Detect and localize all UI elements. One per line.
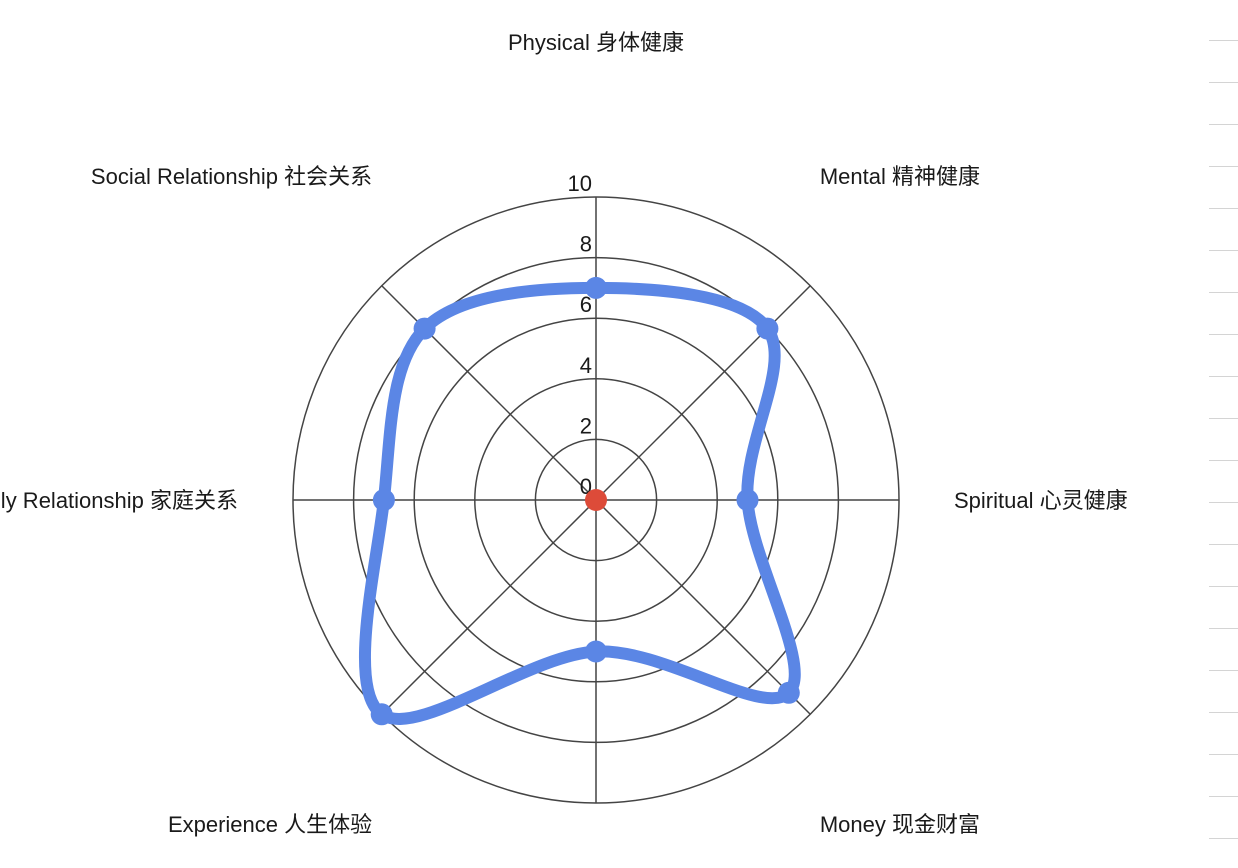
row-guide xyxy=(1209,712,1238,713)
axis-label: Social Relationship 社会关系 xyxy=(91,164,372,189)
r-tick-label: 10 xyxy=(568,171,592,196)
center xyxy=(585,489,607,511)
data-point-5 xyxy=(370,703,393,726)
row-guide xyxy=(1209,502,1238,503)
row-guide xyxy=(1209,838,1238,839)
row-guide xyxy=(1209,628,1238,629)
data-point-2 xyxy=(736,489,759,511)
row-guide xyxy=(1209,208,1238,209)
row-guide xyxy=(1209,250,1238,251)
row-guide xyxy=(1209,544,1238,545)
data-point-4 xyxy=(585,640,607,663)
data-point-3 xyxy=(777,681,800,704)
axis-label: Spiritual 心灵健康 xyxy=(954,488,1128,513)
row-guide xyxy=(1209,670,1238,671)
axis-label: Family Relationship 家庭关系 xyxy=(0,488,238,513)
side-row-guides xyxy=(1207,0,1238,868)
spoke-3 xyxy=(595,499,811,715)
row-guide xyxy=(1209,796,1238,797)
r-tick-label: 4 xyxy=(580,353,592,378)
row-guide xyxy=(1209,292,1238,293)
row-guide xyxy=(1209,460,1238,461)
axis-labels: Physical 身体健康 Mental 精神健康 Spiritual 心灵健康 Mo… xyxy=(0,30,1128,837)
row-guide xyxy=(1209,82,1238,83)
row-guide xyxy=(1209,418,1238,419)
row-guide xyxy=(1209,334,1238,335)
data-point-1 xyxy=(756,317,779,340)
series xyxy=(359,276,801,726)
r-tick-label: 6 xyxy=(580,292,592,317)
row-guide xyxy=(1209,586,1238,587)
center-point xyxy=(585,489,607,511)
spoke-7 xyxy=(381,285,597,501)
axis-label: Money 现金财富 xyxy=(820,812,980,837)
axis-label: Experience 人生体验 xyxy=(168,812,372,837)
spoke-1 xyxy=(595,285,811,501)
row-guide xyxy=(1209,376,1238,377)
axis-label: Physical 身体健康 xyxy=(508,30,684,55)
spoke-5 xyxy=(381,499,597,715)
row-guide xyxy=(1209,166,1238,167)
data-point-7 xyxy=(413,317,436,340)
data-point-6 xyxy=(372,489,395,511)
row-guide xyxy=(1209,40,1238,41)
r-tick-label: 8 xyxy=(580,232,592,257)
row-guide xyxy=(1209,754,1238,755)
axis-label: Mental 精神健康 xyxy=(820,164,980,189)
row-guide xyxy=(1209,124,1238,125)
data-point-0 xyxy=(585,276,607,299)
r-tick-label: 2 xyxy=(580,413,592,438)
